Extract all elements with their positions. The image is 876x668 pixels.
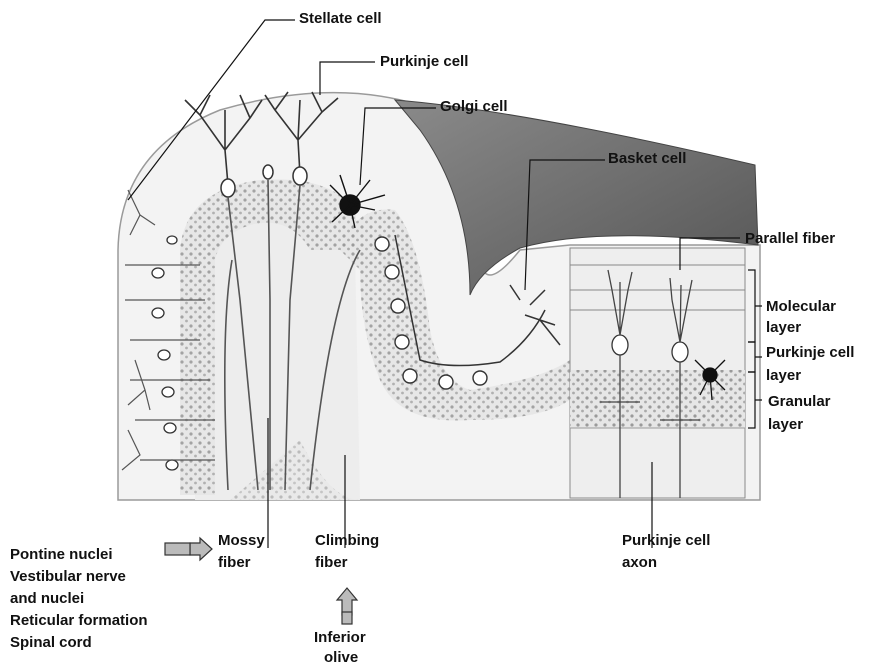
mossy-arrow-icon xyxy=(190,538,212,560)
label-mossy-2: fiber xyxy=(218,553,251,573)
label-molecular-2: layer xyxy=(766,318,801,338)
source-vestibular: Vestibular nerve xyxy=(10,567,126,587)
label-purkinje-layer-2: layer xyxy=(766,366,801,386)
label-granular-2: layer xyxy=(768,415,803,435)
label-purkinje-cell: Purkinje cell xyxy=(380,52,468,72)
label-purkinje-layer-1: Purkinje cell xyxy=(766,343,854,363)
source-reticular: Reticular formation xyxy=(10,611,148,631)
source-pontine: Pontine nuclei xyxy=(10,545,113,565)
label-axon-1: Purkinje cell xyxy=(622,531,710,551)
label-inferior-1: Inferior xyxy=(314,628,366,648)
label-granular-1: Granular xyxy=(768,392,831,412)
label-mossy-1: Mossy xyxy=(218,531,265,551)
climbing-arrow-icon xyxy=(337,588,357,615)
source-spinal: Spinal cord xyxy=(10,633,92,653)
label-basket-cell: Basket cell xyxy=(608,149,686,169)
label-climbing-2: fiber xyxy=(315,553,348,573)
label-axon-2: axon xyxy=(622,553,657,573)
source-nuclei: and nuclei xyxy=(10,589,84,609)
label-inferior-2: olive xyxy=(324,648,358,668)
label-stellate-cell: Stellate cell xyxy=(299,9,382,29)
label-parallel-fiber: Parallel fiber xyxy=(745,229,835,249)
label-golgi-cell: Golgi cell xyxy=(440,97,508,117)
label-molecular-1: Molecular xyxy=(766,297,836,317)
label-climbing-1: Climbing xyxy=(315,531,379,551)
